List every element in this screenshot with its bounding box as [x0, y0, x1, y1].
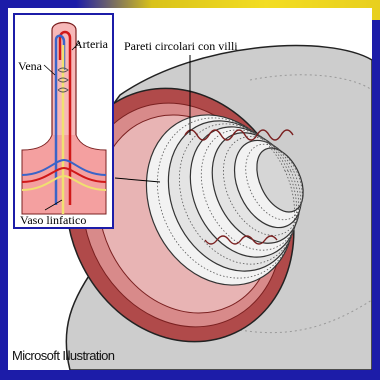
credit-text: Microsoft Illustration [12, 348, 114, 363]
label-vaso-linfatico: Vaso linfatico [20, 214, 86, 226]
label-pareti-circolari: Pareti circolari con villi [124, 40, 238, 52]
label-vena: Vena [18, 60, 42, 72]
frame-bottom-bar [0, 370, 380, 380]
intestine-illustration [8, 8, 372, 370]
label-arteria: Arteria [74, 38, 108, 50]
slide-canvas: Vena Arteria Vaso linfatico Pareti circo… [8, 8, 372, 370]
